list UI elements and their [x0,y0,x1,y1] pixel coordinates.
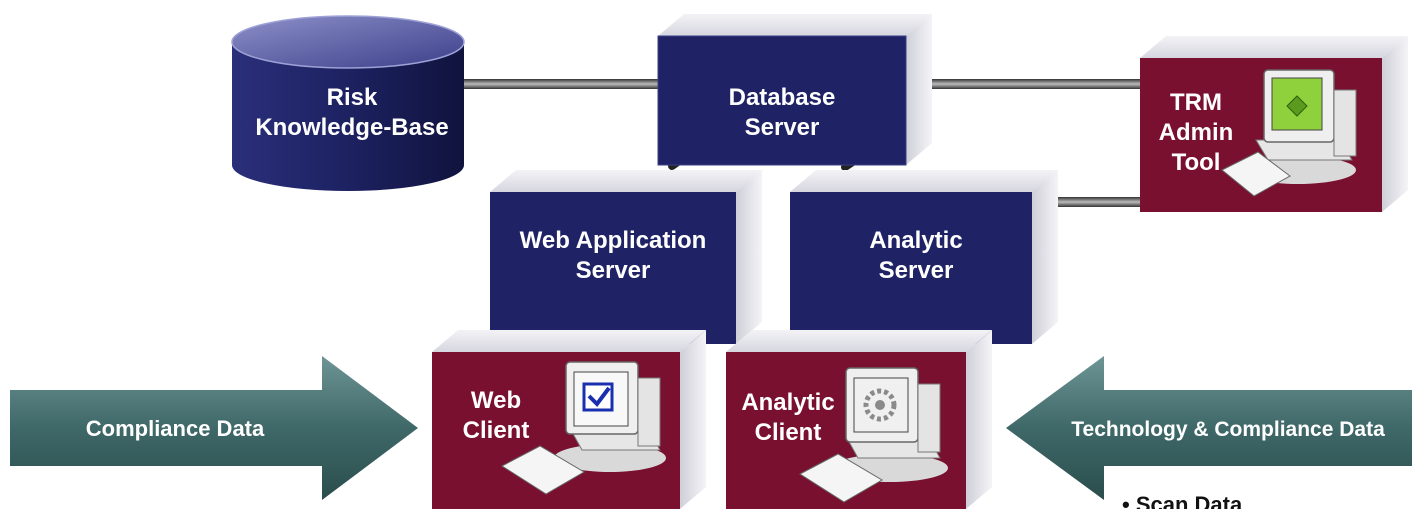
db-server-label-line1: Database [729,84,836,111]
web-client-label-line2: Client [463,417,530,444]
analytic-client-label-line2: Client [755,419,822,446]
analytic-server-node: Analytic Server [790,170,1058,344]
technology-compliance-data-label: Technology & Compliance Data [1071,418,1385,441]
db-server-label-line2: Server [745,114,820,141]
computer-icon [1221,69,1357,197]
computer-checkbox-icon [501,361,666,495]
web-client-node: Web Client [432,330,706,509]
risk-kb-label-line1: Risk [327,84,378,111]
trm-admin-tool-node: TRM Admin Tool [1140,36,1408,212]
trm-label-line1: TRM [1170,89,1222,116]
compliance-data-label: Compliance Data [86,416,265,441]
bullet-item: • Scan Data [1122,492,1243,509]
web-client-label-line1: Web [471,387,521,414]
webapp-label-line1: Web Application [520,227,707,254]
connector-kb-db [458,79,668,89]
risk-knowledge-base-node: Risk Knowledge-Base [231,15,465,191]
compliance-data-arrow: Compliance Data [10,356,418,500]
webapp-label-line2: Server [576,257,651,284]
analytic-client-node: Analytic Client [726,330,992,509]
trm-label-line2: Admin [1159,119,1234,146]
analytic-server-label-line1: Analytic [869,227,962,254]
trm-label-line3: Tool [1172,149,1221,176]
database-server-node: Database Server [657,14,932,166]
connector-db-trm [905,79,1145,89]
analytic-client-label-line1: Analytic [741,389,834,416]
analytic-server-label-line2: Server [879,257,954,284]
web-application-server-node: Web Application Server [490,170,762,344]
computer-gear-icon [799,367,948,503]
bullet-list: • Scan Data [1122,492,1243,509]
connector-analytic-trm [1042,197,1145,207]
technology-compliance-data-arrow: Technology & Compliance Data [1006,356,1412,500]
risk-kb-label-line2: Knowledge-Base [255,114,448,141]
